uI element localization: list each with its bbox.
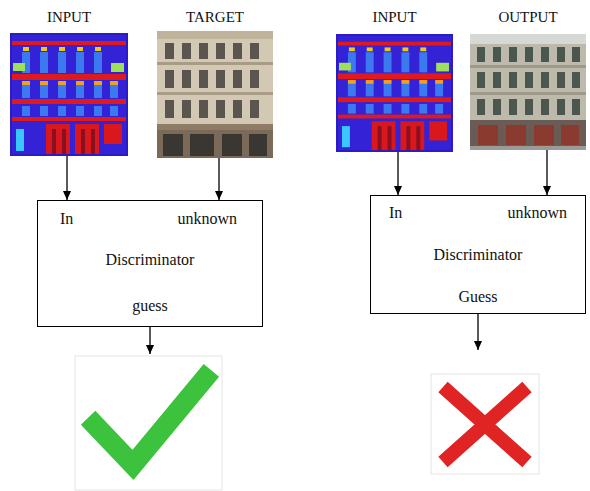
image-heading: TARGET [186, 9, 244, 26]
input-arrow [66, 156, 67, 200]
result-arrow [477, 312, 478, 350]
image-heading: INPUT [372, 9, 416, 26]
box-title: Discriminator [106, 251, 195, 269]
label-map-image [10, 33, 128, 156]
label-map-image [336, 34, 453, 152]
output-label: Guess [458, 288, 497, 306]
image-panel: INPUT [10, 6, 128, 156]
result-arrow [149, 327, 150, 354]
input-arrow [218, 158, 219, 200]
image-heading: INPUT [47, 9, 91, 26]
port-label: unknown [507, 204, 567, 222]
input-arrow [546, 150, 547, 195]
input-arrow [397, 152, 398, 195]
image-heading: OUTPUT [498, 9, 557, 26]
cross-mark [431, 374, 539, 474]
port-label: In [60, 210, 73, 228]
discriminator-box: In unknownDiscriminatorGuess [370, 195, 586, 314]
image-panel: TARGET [157, 6, 273, 158]
box-title: Discriminator [434, 246, 523, 264]
check-mark [75, 356, 222, 490]
discriminator-box: In unknownDiscriminator guess [37, 200, 263, 327]
port-label: unknown [177, 210, 237, 228]
image-panel: INPUT [336, 6, 453, 152]
image-panel: OUTPUT [470, 6, 586, 150]
output-label: guess [132, 297, 168, 315]
generated-facade-photo [470, 34, 586, 150]
port-label: In [389, 204, 402, 222]
facade-photo [157, 31, 273, 158]
